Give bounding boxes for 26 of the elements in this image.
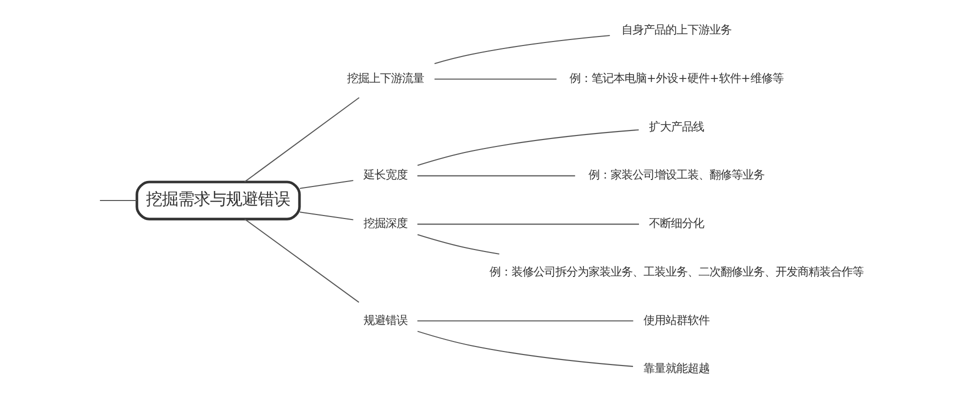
node-text: 规避错误 <box>362 314 407 327</box>
connector <box>416 129 638 166</box>
connector <box>416 234 499 255</box>
node-box: 挖掘需求与规避错误 <box>135 180 300 220</box>
node-text: 例：笔记本电脑+外设+硬件+软件+维修等 <box>569 72 784 85</box>
node-text: 例：家装公司增设工装、翻修等业务 <box>588 168 764 182</box>
node-text: 延长宽度 <box>362 168 407 182</box>
connector <box>416 320 633 322</box>
node-text: 挖掘深度 <box>362 217 407 230</box>
connector <box>299 212 353 220</box>
connector <box>416 175 575 176</box>
node-text: 自身产品的上下游业务 <box>621 24 732 37</box>
connector <box>416 330 633 367</box>
connector <box>416 224 638 225</box>
node-text: 扩大产品线 <box>648 120 704 134</box>
node-text: 靠量就能超越 <box>643 362 710 376</box>
connector <box>244 218 359 303</box>
connector <box>244 97 359 182</box>
connector <box>434 78 556 80</box>
node-text: 例：装修公司拆分为家装业务、工装业务、二次翻修业务、开发商精装合作等 <box>489 265 864 278</box>
node-text: 不断细分化 <box>648 217 704 230</box>
node-text: 挖掘上下游流量 <box>346 72 424 85</box>
connector <box>434 35 610 64</box>
connector <box>99 200 136 202</box>
connector <box>299 180 353 189</box>
node-text: 使用站群软件 <box>643 314 710 327</box>
